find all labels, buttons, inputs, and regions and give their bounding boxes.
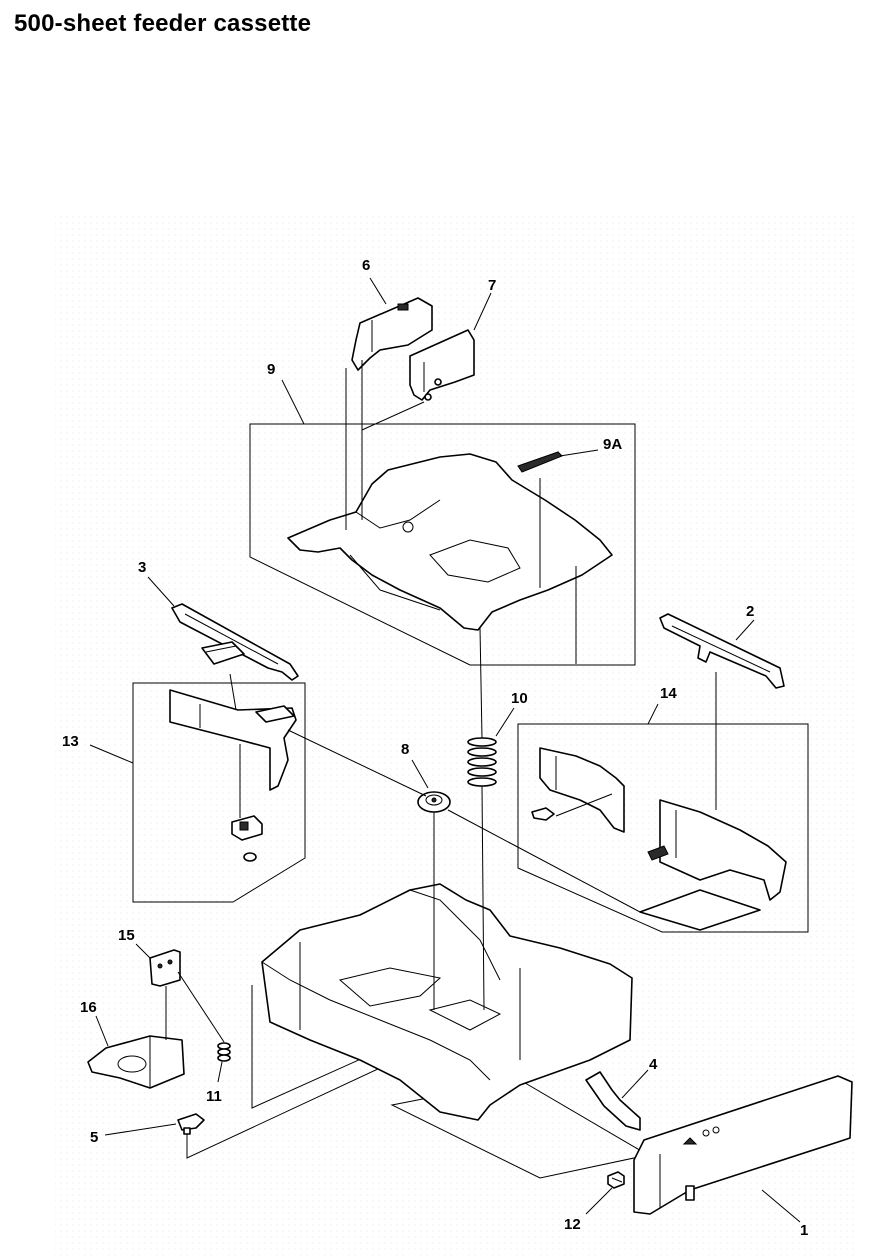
callout-4: 4 (649, 1056, 658, 1073)
callout-13: 13 (62, 733, 79, 750)
callout-9: 9 (267, 361, 275, 378)
callout-11: 11 (206, 1088, 222, 1105)
cassette-base (261, 883, 633, 1121)
callout-labels: 6 7 9 9A 3 2 14 10 13 8 15 16 11 5 4 12 … (62, 257, 808, 1239)
part-7-bracket (409, 329, 475, 401)
part-10-spring (467, 737, 497, 787)
callout-14: 14 (660, 685, 677, 702)
callout-10: 10 (511, 690, 528, 707)
callout-2: 2 (746, 603, 754, 620)
part-2-rail (659, 613, 785, 689)
callout-9a: 9A (603, 436, 622, 453)
leader-lines (89, 277, 801, 1223)
part-15-plate (149, 949, 181, 987)
callout-8: 8 (401, 741, 409, 758)
callout-6: 6 (362, 257, 370, 274)
part-13-assembly (169, 689, 297, 862)
callout-5: 5 (90, 1129, 98, 1146)
part-5-clip (177, 1113, 205, 1135)
callout-15: 15 (118, 927, 135, 944)
part-14-assembly (531, 747, 787, 931)
part-1-front-cover (633, 1075, 853, 1215)
group-box-14 (517, 723, 809, 933)
part-4-lever (585, 1071, 641, 1131)
callout-12: 12 (564, 1216, 581, 1233)
callout-1: 1 (800, 1222, 808, 1239)
part-11-spring (217, 1042, 231, 1062)
part-9-lift-plate (287, 451, 613, 631)
callout-7: 7 (488, 277, 496, 294)
group-box-16-link (251, 985, 393, 1109)
part-6-bracket (351, 297, 433, 371)
part-16-bracket (87, 1035, 185, 1089)
part-8-gear (417, 791, 451, 813)
page-title: 500-sheet feeder cassette (14, 10, 312, 37)
callout-16: 16 (80, 999, 97, 1016)
part-3-rail (171, 603, 299, 681)
group-box-9 (249, 423, 636, 666)
group-box-13 (132, 682, 306, 903)
part-12-screw (607, 1171, 625, 1189)
group-box-5-link (186, 1039, 441, 1159)
callout-3: 3 (138, 559, 146, 576)
